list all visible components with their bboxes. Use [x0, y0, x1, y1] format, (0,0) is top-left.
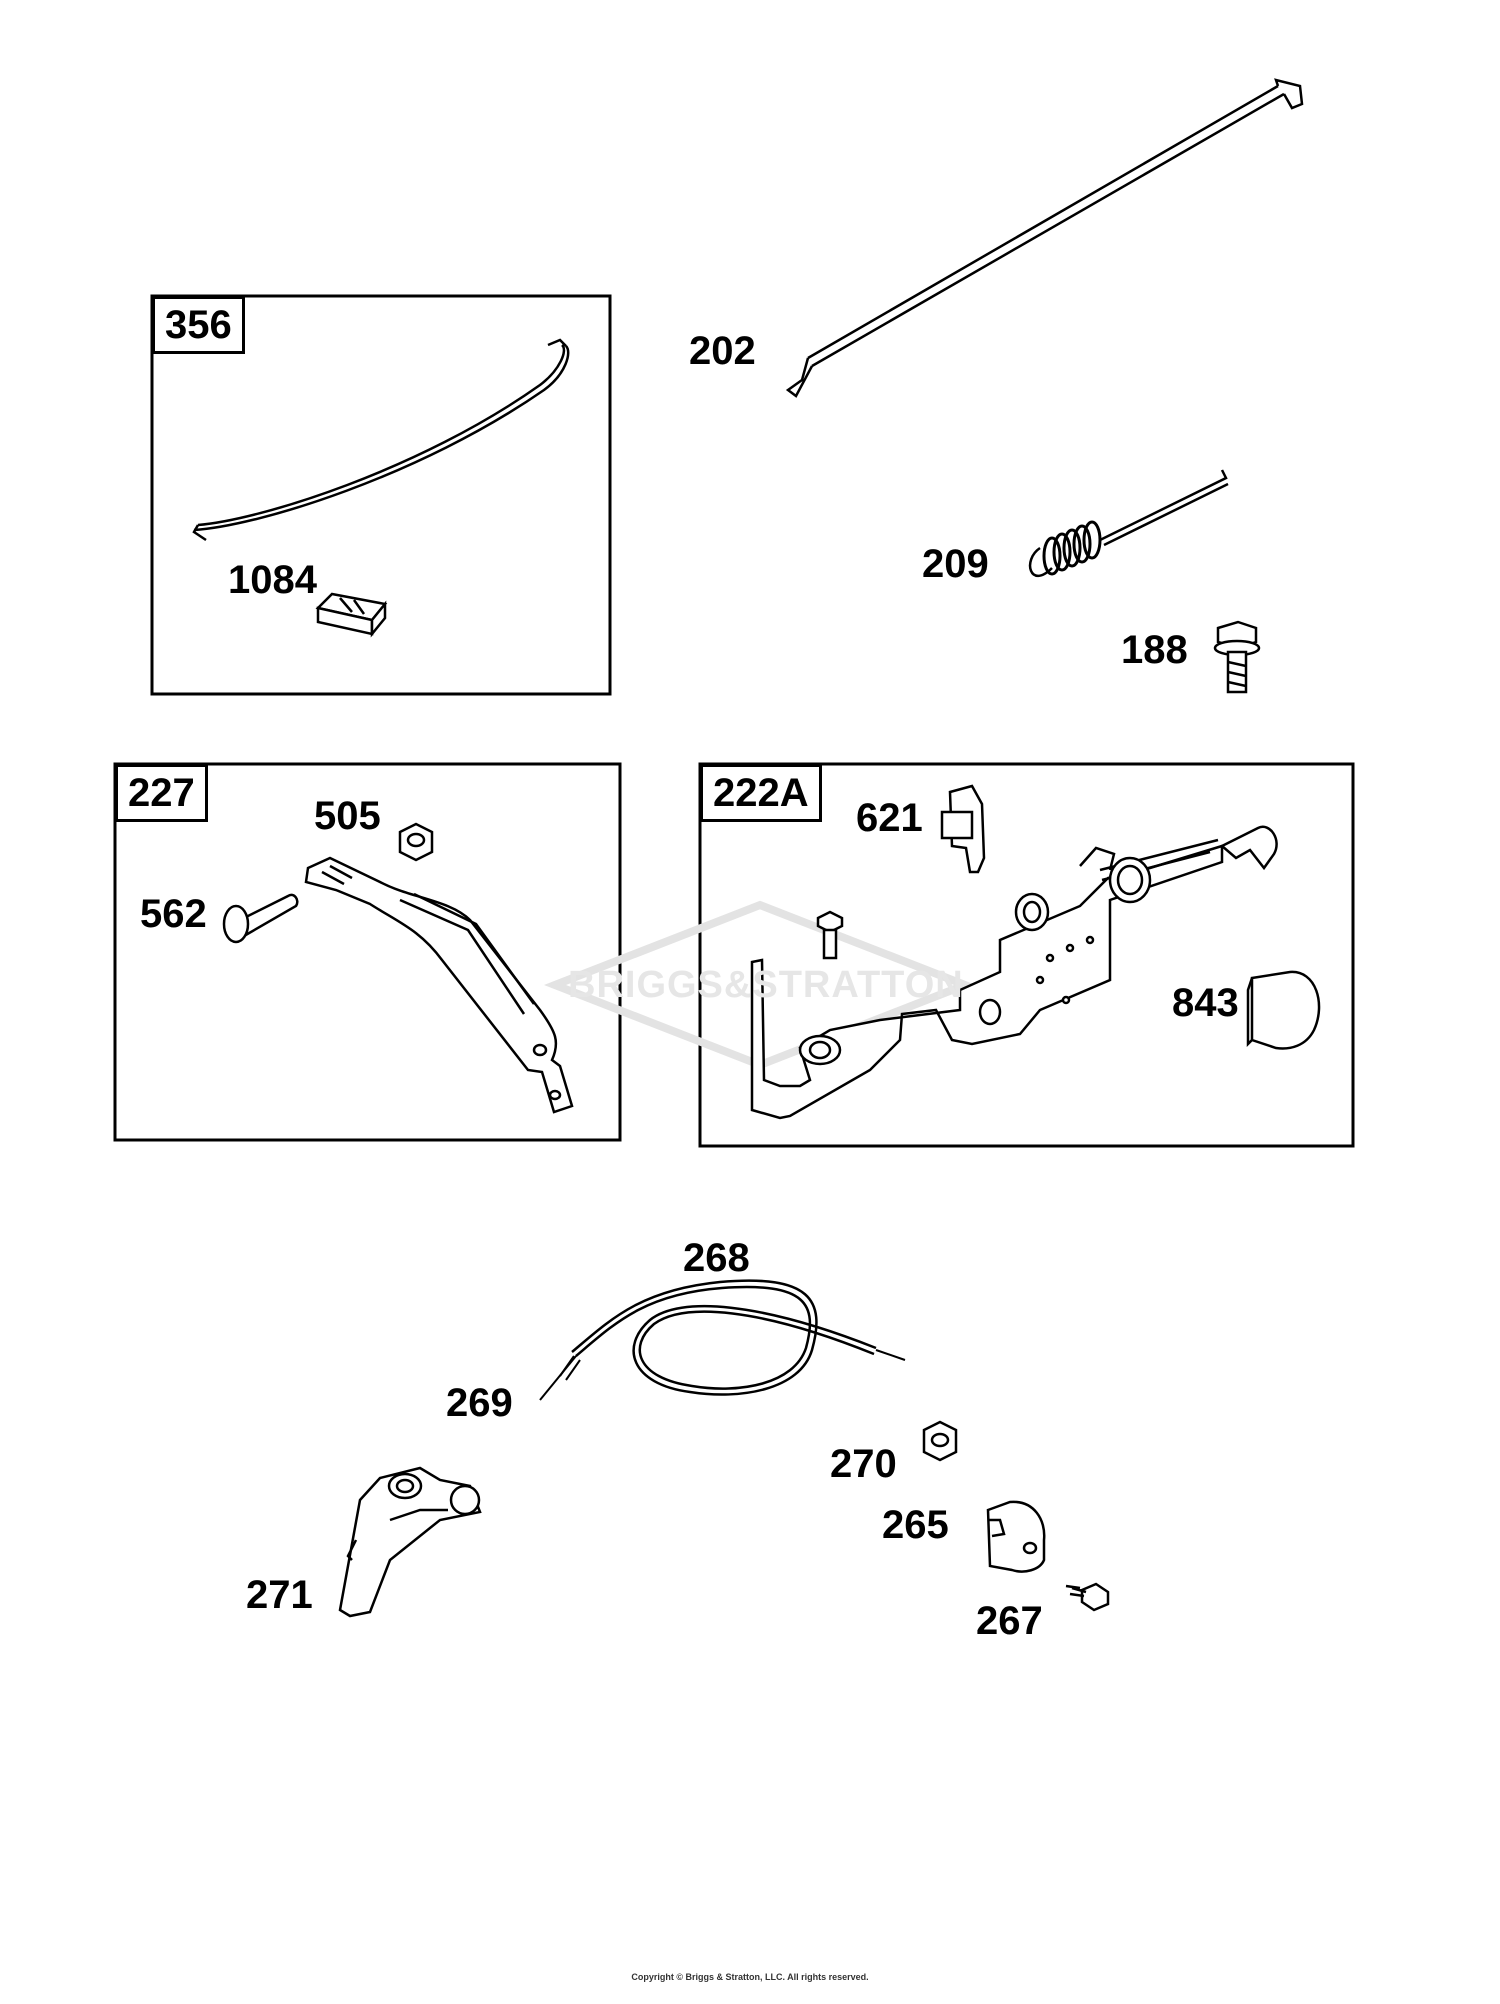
callout-1084: 1084: [228, 558, 317, 602]
kit-label-222a: 222A: [700, 764, 822, 822]
lever-227-part: [304, 856, 574, 1114]
cap-843-part: [1246, 970, 1321, 1050]
kit-label-227: 227: [115, 764, 208, 822]
screw-267-part: [1065, 1582, 1110, 1612]
lever-271-part: [338, 1466, 482, 1618]
kit-label-356: 356: [152, 296, 245, 354]
callout-267: 267: [976, 1599, 1043, 1643]
callout-270: 270: [830, 1442, 897, 1486]
spring-209-part: [1028, 469, 1229, 577]
nut-505-part: [398, 822, 434, 862]
nut-270-part: [922, 1420, 958, 1462]
callout-621: 621: [856, 796, 923, 840]
clamp-265-part: [986, 1500, 1046, 1573]
clip-621-part: [940, 784, 986, 874]
callout-265: 265: [882, 1503, 949, 1547]
callout-562: 562: [140, 892, 207, 936]
callout-188: 188: [1121, 628, 1188, 672]
link-356-part: [192, 338, 570, 542]
kit-box-356: [150, 294, 612, 696]
kit-box-222a: [698, 762, 1355, 1148]
watermark-logo: [543, 900, 977, 1070]
cable-268-part: [539, 1279, 906, 1401]
callout-269: 269: [446, 1381, 513, 1425]
callout-843: 843: [1172, 981, 1239, 1025]
clip-1084-part: [315, 592, 388, 638]
watermark-text: BRIGGS&STRATTON: [568, 964, 964, 1006]
callout-268: 268: [683, 1236, 750, 1280]
callout-505: 505: [314, 794, 381, 838]
bracket-222a-part: [750, 825, 1278, 1120]
copyright-notice: Copyright © Briggs & Stratton, LLC. All …: [631, 1972, 869, 1982]
callout-202: 202: [689, 329, 756, 373]
callout-209: 209: [922, 542, 989, 586]
rod-202-part: [785, 78, 1304, 398]
bolt-188-part: [1213, 620, 1261, 694]
kit-box-227: [113, 762, 622, 1142]
pin-562-part: [222, 893, 299, 944]
callout-271: 271: [246, 1573, 313, 1617]
bolt-222a-part: [816, 910, 844, 960]
